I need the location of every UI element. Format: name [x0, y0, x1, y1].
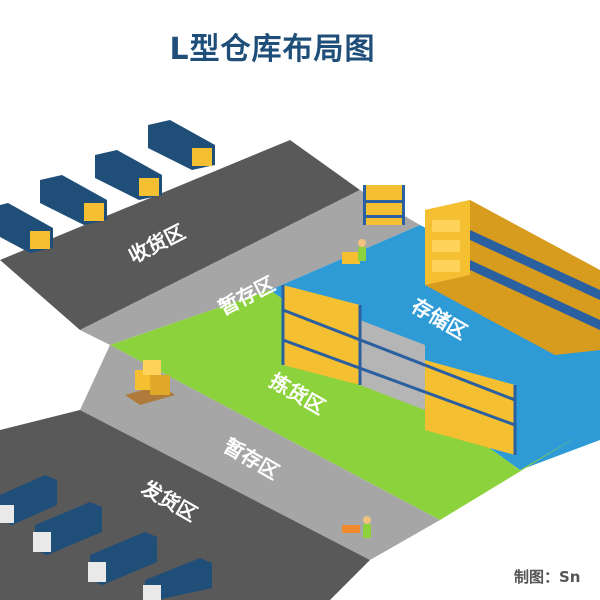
shipping-zone-floor — [0, 410, 370, 600]
receiving-truck — [95, 150, 162, 200]
shipping-truck — [33, 502, 102, 555]
shipping-truck — [0, 475, 57, 525]
staging-zone-top-floor — [80, 190, 420, 345]
storage-racks — [425, 200, 600, 355]
receiving-truck — [0, 203, 53, 253]
receiving-truck — [148, 120, 215, 170]
shipping-trucks — [0, 475, 212, 600]
receiving-trucks — [0, 120, 215, 253]
staging-zone-bottom-floor — [80, 345, 440, 560]
picking-racks — [281, 285, 517, 455]
receiving-truck — [40, 175, 107, 225]
receiving-zone-floor — [0, 140, 360, 330]
picking-zone-floor — [110, 290, 580, 520]
worker-cart-bottom — [342, 516, 371, 538]
worker-cart-top — [342, 239, 366, 264]
staging-rack — [363, 185, 405, 225]
page-title: L型仓库布局图 — [169, 32, 376, 67]
pallet-boxes — [125, 360, 175, 405]
shipping-truck — [143, 558, 212, 600]
credit-text: 制图：Sn — [514, 568, 581, 586]
shipping-truck — [88, 532, 157, 585]
